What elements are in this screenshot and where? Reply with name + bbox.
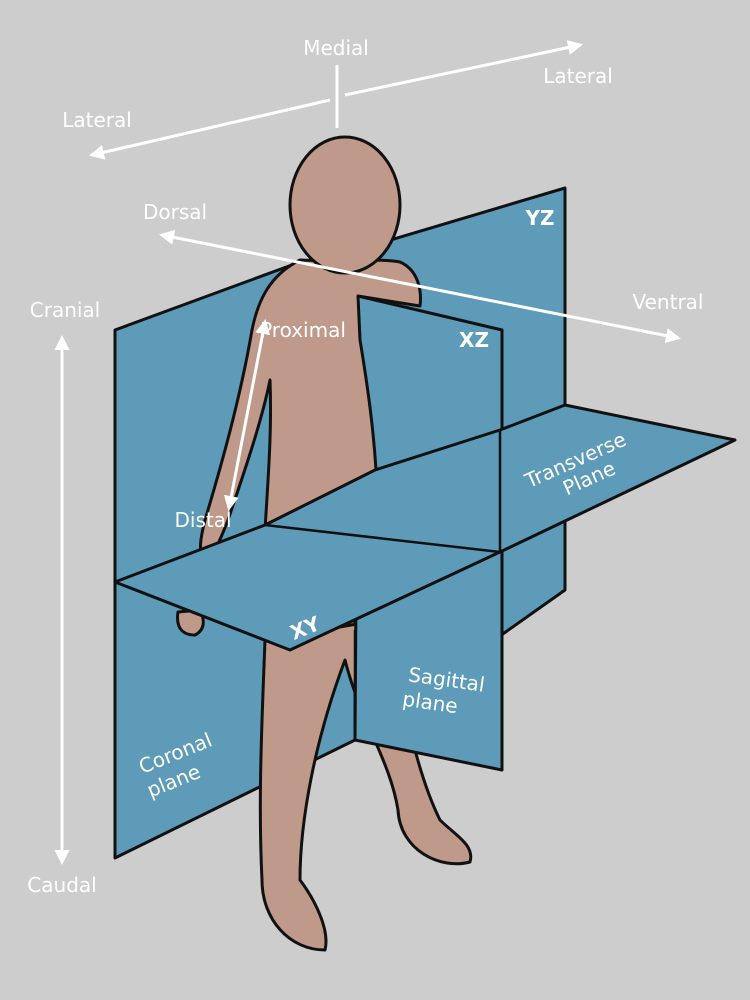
distal-label: Distal: [174, 508, 231, 532]
caudal-label: Caudal: [27, 873, 96, 897]
medial-label: Medial: [303, 36, 369, 60]
cranial-label: Cranial: [30, 298, 101, 322]
proximal-distal-arrow: [223, 319, 271, 511]
lateral-right-arrow: [344, 40, 583, 97]
figure-legs: [258, 618, 473, 952]
figure-head: [288, 135, 402, 275]
lateral-right-label: Lateral: [543, 64, 613, 88]
lateral-left-label: Lateral: [62, 108, 132, 132]
transverse-plane: [113, 403, 737, 652]
yz-label: YZ: [525, 206, 555, 230]
ventral-label: Ventral: [633, 290, 704, 314]
plane-intersection-line: [264, 430, 502, 740]
proximal-label: Proximal: [260, 318, 346, 342]
xz-label: XZ: [459, 328, 489, 352]
dorsal-ventral-arrow: [159, 229, 681, 344]
lateral-left-arrow: [89, 98, 331, 160]
dorsal-label: Dorsal: [143, 200, 207, 224]
